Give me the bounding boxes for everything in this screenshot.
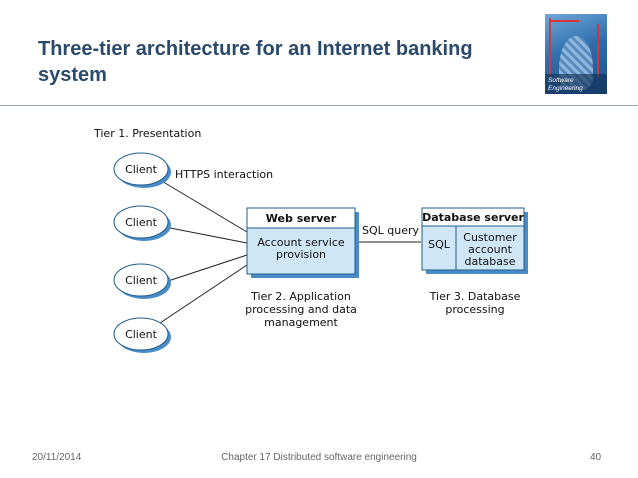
web-server-box: Web server Account service provision <box>246 207 359 278</box>
tier3-label-line: Tier 3. Database <box>429 290 521 303</box>
web-server-body-line: Account service <box>257 236 345 249</box>
database-server-box: Database server SQL Customer account dat… <box>421 207 528 274</box>
tier2-label-line: processing and data <box>245 303 357 316</box>
client-label: Client <box>125 274 158 287</box>
client-label: Client <box>125 328 158 341</box>
database-line: Customer <box>463 231 517 244</box>
book-cover-image: Software Engineering <box>545 14 607 94</box>
connector-line <box>164 254 248 283</box>
tier2-label-line: Tier 2. Application <box>250 290 351 303</box>
web-server-body-line: provision <box>276 248 326 261</box>
database-line: database <box>465 255 516 268</box>
footer-page-number: 40 <box>590 452 602 463</box>
crane-decoration <box>597 24 599 78</box>
sql-query-label: SQL query <box>362 224 420 237</box>
https-label: HTTPS interaction <box>175 168 273 181</box>
connector-line <box>159 179 248 233</box>
client-node: Client <box>113 317 171 353</box>
crane-decoration <box>549 18 551 78</box>
title-divider <box>0 105 638 106</box>
cover-text: Software Engineering <box>548 77 583 92</box>
sql-label: SQL <box>428 238 451 251</box>
client-node: Client <box>113 152 171 188</box>
tier3-label-line: processing <box>445 303 504 316</box>
client-node: Client <box>113 205 171 241</box>
client-label: Client <box>125 216 158 229</box>
connector-line <box>159 264 248 324</box>
web-server-title: Web server <box>266 212 337 225</box>
client-label: Client <box>125 163 158 176</box>
footer-chapter: Chapter 17 Distributed software engineer… <box>221 452 417 463</box>
database-line: account <box>468 243 513 256</box>
footer-date: 20/11/2014 <box>32 452 82 463</box>
crane-decoration <box>549 20 579 22</box>
slide-title: Three-tier architecture for an Internet … <box>38 38 473 86</box>
cover-band <box>545 74 607 94</box>
client-node: Client <box>113 263 171 299</box>
tier2-label-line: management <box>264 316 338 329</box>
connector-line <box>164 226 248 244</box>
database-server-title: Database server <box>422 211 524 224</box>
tier1-label: Tier 1. Presentation <box>93 127 201 140</box>
